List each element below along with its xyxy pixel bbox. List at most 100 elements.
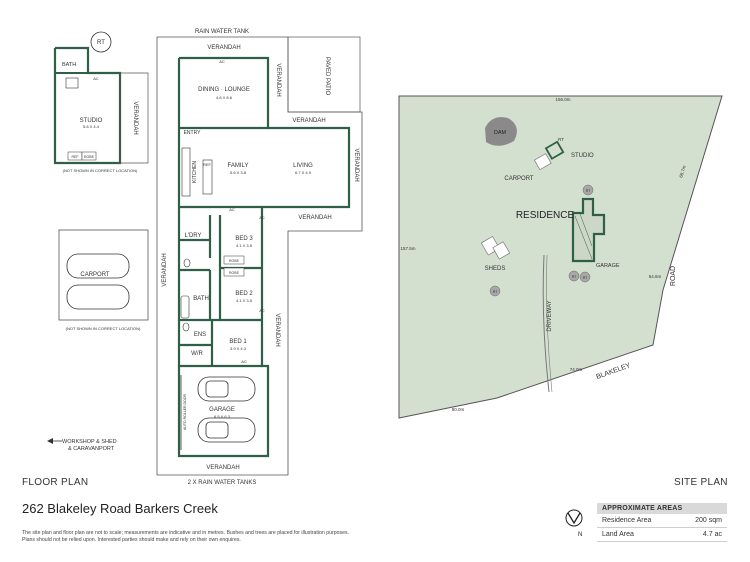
areas-heading: APPROXIMATE AREAS bbox=[597, 503, 727, 514]
label-dining-lounge: DINING · LOUNGE bbox=[198, 87, 250, 93]
areas-row-value: 4.7 ac bbox=[702, 531, 722, 538]
label-verandah-top: VERANDAH bbox=[207, 45, 240, 51]
site-dim-bottom-left: 80.0m bbox=[452, 407, 465, 412]
floor-text: RAIN WATER TANK VERANDAH VERANDAH VERAND… bbox=[62, 29, 359, 486]
label-garage-dims: 6.5 X 6.3 bbox=[214, 414, 231, 419]
label-caravanport: & CARAVANPORT bbox=[68, 446, 115, 452]
label-living-dims: 6.7 X 4.9 bbox=[295, 170, 312, 175]
label-ac-4: AC bbox=[259, 308, 265, 313]
north-compass: N bbox=[565, 509, 583, 538]
site-dim-left: 157.5m bbox=[400, 246, 415, 251]
site-label-blakeley: BLAKELEY bbox=[595, 362, 631, 381]
site-label-driveway: DRIVEWAY bbox=[547, 300, 553, 331]
label-laundry: L'DRY bbox=[184, 233, 201, 239]
approximate-areas-table: APPROXIMATE AREAS Residence Area 200 sqm… bbox=[597, 503, 727, 542]
label-verandah-vert1: VERANDAH bbox=[275, 63, 281, 96]
label-verandah-right-mid: VERANDAH bbox=[298, 215, 331, 221]
areas-row-value: 200 sqm bbox=[695, 517, 722, 524]
site-label-rt-4: RT bbox=[493, 290, 498, 294]
carport-footprint bbox=[533, 153, 552, 171]
toilet-ens bbox=[182, 322, 190, 332]
label-entry: ENTRY bbox=[184, 130, 202, 136]
label-bed3-dims: 4.1 X 3.5 bbox=[236, 243, 253, 248]
site-plan: DAM STUDIO RT CARPORT RESIDENCE GARAGE S… bbox=[398, 95, 723, 419]
label-wir: W/R bbox=[191, 351, 203, 357]
label-workshop: WORKSHOP & SHED bbox=[62, 439, 117, 445]
areas-row: Residence Area 200 sqm bbox=[597, 514, 727, 528]
dam bbox=[485, 117, 517, 146]
site-label-sheds: SHEDS bbox=[485, 266, 506, 272]
label-ref: REF bbox=[203, 162, 212, 167]
site-label-road: ROAD bbox=[670, 266, 677, 286]
floor-plan-label: FLOOR PLAN bbox=[22, 477, 89, 488]
paved-patio bbox=[287, 36, 361, 113]
label-garage: GARAGE bbox=[209, 407, 235, 413]
label-not-shown-carport: (NOT SHOWN IN CORRECT LOCATION) bbox=[66, 326, 141, 331]
label-verandah-vert4: VERANDAH bbox=[274, 313, 280, 346]
disclaimer-line-1: The site plan and floor plan are not to … bbox=[22, 530, 349, 536]
areas-row-label: Land Area bbox=[602, 531, 634, 538]
label-verandah-vert2: VERANDAH bbox=[353, 148, 359, 181]
label-verandah-right-top: VERANDAH bbox=[292, 118, 325, 124]
verandah-outline bbox=[156, 36, 363, 476]
studio-footprint bbox=[544, 140, 565, 160]
label-verandah-vert3: VERANDAH bbox=[162, 253, 168, 286]
label-family: FAMILY bbox=[228, 163, 249, 169]
site-dim-right-upper: 68.7m bbox=[678, 165, 687, 179]
label-bed2-dims: 4.1 X 3.5 bbox=[236, 298, 253, 303]
garage-cars bbox=[197, 376, 256, 443]
label-paved-patio: PAVED PATIO bbox=[324, 57, 330, 96]
label-bath: BATH bbox=[193, 296, 209, 302]
toilet-main bbox=[183, 258, 191, 268]
site-label-residence: RESIDENCE bbox=[516, 210, 575, 221]
label-studio-verandah: VERANDAH bbox=[132, 101, 138, 134]
label-not-shown-studio: (NOT SHOWN IN CORRECT LOCATION) bbox=[63, 168, 138, 173]
house-walls bbox=[177, 56, 351, 458]
robe-bed3 bbox=[223, 255, 245, 265]
page-title: 262 Blakeley Road Barkers Creek bbox=[22, 501, 218, 516]
label-dining-dims: 4.8 X 8.6 bbox=[216, 95, 233, 100]
site-dim-bottom-right: 74.0m bbox=[570, 367, 583, 372]
label-living: LIVING bbox=[293, 163, 313, 169]
site-text: DAM STUDIO RT CARPORT RESIDENCE GARAGE S… bbox=[400, 97, 686, 412]
kitchen-island bbox=[202, 159, 213, 195]
kitchen-bench bbox=[181, 147, 191, 197]
label-studio: STUDIO bbox=[80, 118, 103, 124]
label-rain-water-tanks: 2 X RAIN WATER TANKS bbox=[188, 480, 257, 486]
label-studio-rt: RT bbox=[97, 40, 105, 46]
site-dim-right: 54.6m bbox=[649, 274, 662, 279]
site-label-garage: GARAGE bbox=[596, 263, 620, 269]
site-label-studio: STUDIO bbox=[571, 153, 594, 159]
carport-structure bbox=[58, 229, 149, 321]
sheds-footprint bbox=[480, 235, 511, 260]
label-studio-dims: 5.8 X 4.4 bbox=[83, 124, 100, 129]
site-label-dam: DAM bbox=[494, 130, 507, 136]
studio-building bbox=[53, 31, 149, 165]
site-label-studio-rt: RT bbox=[558, 137, 564, 142]
areas-row-label: Residence Area bbox=[602, 517, 652, 524]
label-verandah-bottom: VERANDAH bbox=[206, 465, 239, 471]
site-plan-label: SITE PLAN bbox=[674, 477, 728, 488]
disclaimer: The site plan and floor plan are not to … bbox=[22, 530, 382, 544]
label-ac-3: AC bbox=[259, 215, 265, 220]
label-ac-1: AC bbox=[219, 59, 225, 64]
label-family-dims: 5.6 X 3.8 bbox=[230, 170, 247, 175]
robe-bed2 bbox=[223, 267, 245, 277]
driveway-path bbox=[542, 254, 550, 393]
label-studio-robe: ROBE bbox=[84, 155, 95, 159]
rain-tanks-site bbox=[489, 184, 594, 297]
label-robe-bed2: ROBE bbox=[229, 271, 240, 275]
site-label-carport: CARPORT bbox=[504, 176, 534, 182]
land-parcel bbox=[398, 95, 723, 419]
site-label-rt-2: RT bbox=[572, 275, 577, 279]
label-robe-bed3: ROBE bbox=[229, 259, 240, 263]
site-dim-top: 156.0m bbox=[555, 97, 570, 102]
label-bed1: BED 1 bbox=[229, 339, 247, 345]
site-label-rt-3: RT bbox=[583, 276, 588, 280]
driveway-path-2 bbox=[546, 254, 553, 393]
floor-plan: RAIN WATER TANK VERANDAH VERANDAH VERAND… bbox=[47, 29, 363, 486]
site-label-rt-1: RT bbox=[586, 189, 591, 193]
label-bed3: BED 3 bbox=[235, 236, 253, 242]
label-roller-door: AUTO ROLLER DOOR bbox=[183, 393, 187, 430]
